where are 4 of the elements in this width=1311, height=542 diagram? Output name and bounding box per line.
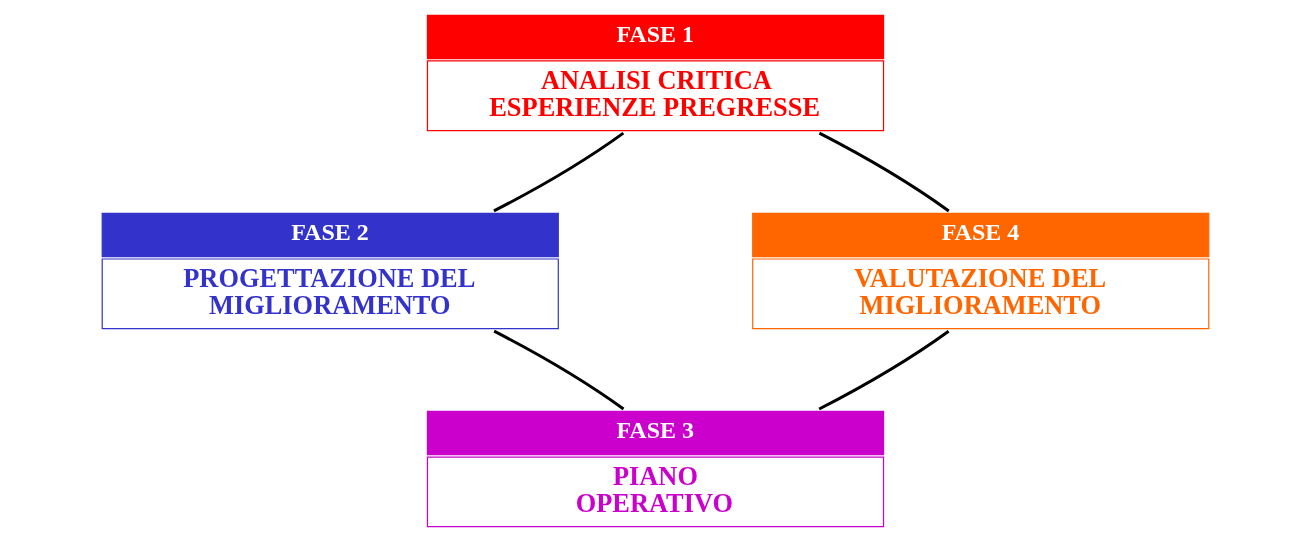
connector [818, 329, 950, 411]
connector [818, 131, 950, 213]
connector [493, 329, 625, 411]
connector [493, 131, 625, 213]
